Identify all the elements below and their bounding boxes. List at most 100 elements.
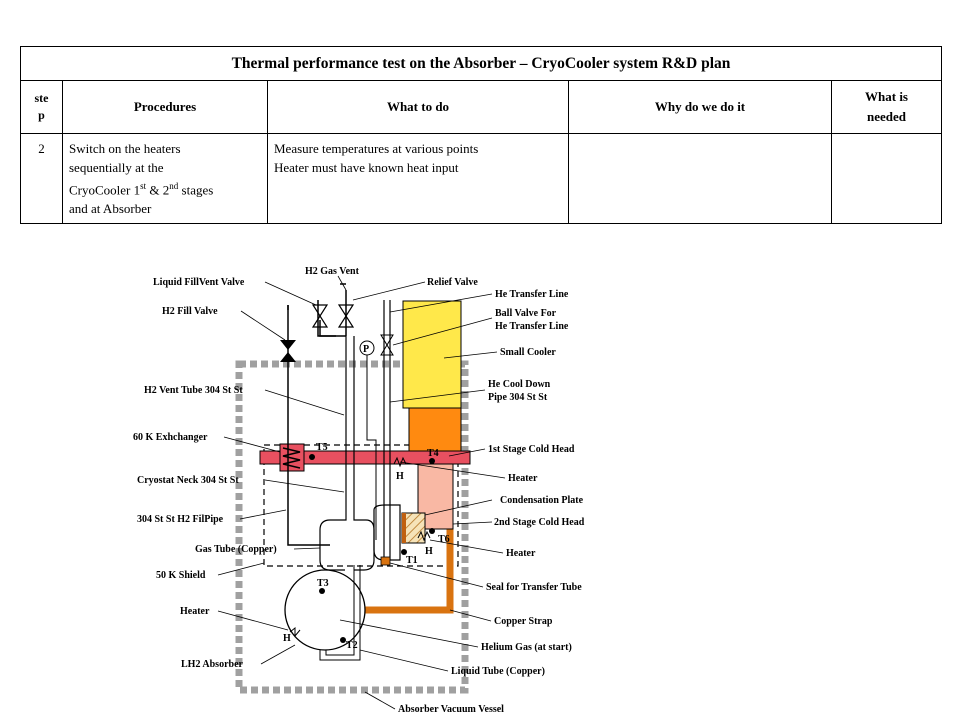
pressure-line xyxy=(366,355,377,540)
heater-h-label-1: H xyxy=(396,471,404,482)
heater-icon-3 xyxy=(289,626,301,638)
label-50k-shield: 50 K Shield xyxy=(156,570,206,581)
h2-fill-valve-icon-lower xyxy=(280,352,296,362)
label-heater-r1: Heater xyxy=(508,473,538,484)
header-step-line1: ste xyxy=(34,91,49,105)
sensor-t5-label: T5 xyxy=(316,442,328,453)
h2-fill-valve-icon xyxy=(280,340,296,350)
header-why: Why do we do it xyxy=(568,80,832,134)
label-lh2-absorber: LH2 Absorber xyxy=(181,659,244,670)
header-needed: What is needed xyxy=(830,80,943,134)
label-he-cool-down-2: Pipe 304 St St xyxy=(488,392,548,403)
condensation-chamber xyxy=(373,504,401,561)
procedure-sup-1: st xyxy=(140,181,147,191)
transfer-seal xyxy=(380,556,391,566)
sensor-t5 xyxy=(309,454,315,460)
h2-vent-tube xyxy=(345,336,355,500)
procedure-line-4: and at Absorber xyxy=(69,201,152,217)
procedure-line-3-post: stages xyxy=(178,182,214,198)
sensor-t1 xyxy=(401,549,407,555)
first-stage-cold-head xyxy=(408,407,462,457)
condensation-plate-base xyxy=(402,513,406,543)
ball-valve-icon xyxy=(380,334,394,346)
heater-h-label-3: H xyxy=(283,633,291,644)
cryostat-neck xyxy=(319,500,375,571)
label-he-transfer-line: He Transfer Line xyxy=(495,289,569,300)
sensor-t6 xyxy=(429,528,435,534)
fill-vent-valve-icon xyxy=(311,304,329,318)
label-ball-valve-2: He Transfer Line xyxy=(495,321,569,332)
sensor-t4 xyxy=(429,458,435,464)
label-liquid-fill-vent-valve: Liquid FillVent Valve xyxy=(153,277,245,288)
rd-plan-table: Thermal performance test on the Absorber… xyxy=(19,46,943,224)
sensor-t3 xyxy=(319,588,325,594)
label-liquid-tube: Liquid Tube (Copper) xyxy=(451,666,545,677)
sensor-t6-label: T6 xyxy=(438,534,450,545)
liquid-tube xyxy=(319,565,361,661)
sensor-t3-label: T3 xyxy=(317,578,329,589)
header-step: ste p xyxy=(20,80,63,134)
label-cryostat-neck: Cryostat Neck 304 St St xyxy=(137,475,239,486)
label-absorber-vessel: Absorber Vacuum Vessel xyxy=(398,704,504,715)
sensor-t4-label: T4 xyxy=(427,448,439,459)
cell-needed xyxy=(830,133,943,224)
heater-icon-2 xyxy=(417,530,431,542)
fill-vent-valve-icon-lower xyxy=(311,314,329,328)
label-copper-strap: Copper Strap xyxy=(494,616,553,627)
label-condensation-plate: Condensation Plate xyxy=(500,495,584,506)
table-row: 2 Switch on the heaters sequentially at … xyxy=(20,133,943,224)
procedure-line-1: Switch on the heaters xyxy=(69,141,181,156)
table-title: Thermal performance test on the Absorber… xyxy=(19,46,943,81)
what-line-2: Heater must have known heat input xyxy=(274,160,459,175)
label-relief-valve: Relief Valve xyxy=(427,277,478,288)
label-h2-vent-tube: H2 Vent Tube 304 St St xyxy=(144,385,243,396)
header-procedures: Procedures xyxy=(62,80,268,134)
label-ball-valve-1: Ball Valve For xyxy=(495,308,557,319)
ball-valve-icon-lower xyxy=(380,344,394,356)
label-he-cool-down-1: He Cool Down xyxy=(488,379,551,390)
cell-what-to-do: Measure temperatures at various points H… xyxy=(267,133,569,224)
label-fill-pipe: 304 St St H2 FilPipe xyxy=(137,514,224,525)
procedure-line-3: CryoCooler 1st & 2nd stages xyxy=(69,177,261,199)
cell-why xyxy=(568,133,832,224)
sensor-t2 xyxy=(340,637,346,643)
fill-pipe-top xyxy=(287,305,336,337)
sensor-t2-label: T2 xyxy=(346,640,358,651)
cell-step: 2 xyxy=(20,133,63,224)
label-h2-fill-valve: H2 Fill Valve xyxy=(162,306,218,317)
procedure-line-3-mid: & 2 xyxy=(146,182,170,198)
header-needed-line2: needed xyxy=(867,109,906,124)
he-transfer-line xyxy=(383,300,391,560)
relief-valve-icon xyxy=(337,304,355,318)
label-first-stage: 1st Stage Cold Head xyxy=(488,444,575,455)
small-cooler xyxy=(402,300,462,409)
label-h2-gas-vent: H2 Gas Vent xyxy=(305,266,360,277)
what-line-1: Measure temperatures at various points xyxy=(274,141,479,156)
label-seal-transfer: Seal for Transfer Tube xyxy=(486,582,582,593)
heater-h-label-2: H xyxy=(425,546,433,557)
relief-valve-icon-lower xyxy=(337,314,355,328)
table-header-row: ste p Procedures What to do Why do we do … xyxy=(20,80,943,134)
label-60k-exchanger: 60 K Exhchanger xyxy=(133,432,208,443)
label-gas-tube: Gas Tube (Copper) xyxy=(195,544,277,555)
exchanger-coil xyxy=(282,447,301,469)
label-helium-gas: Helium Gas (at start) xyxy=(481,642,572,653)
absorber-vacuum-vessel xyxy=(235,360,469,694)
label-small-cooler: Small Cooler xyxy=(500,347,556,358)
sensor-t1-label: T1 xyxy=(406,555,418,566)
header-what-to-do: What to do xyxy=(267,80,569,134)
header-needed-line1: What is xyxy=(865,89,908,104)
procedure-line-2: sequentially at the xyxy=(69,160,164,175)
procedure-line-3-pre: CryoCooler 1 xyxy=(69,182,141,198)
fill-pipe xyxy=(287,305,330,546)
shield-50k xyxy=(263,444,459,567)
procedure-sup-2: nd xyxy=(169,181,179,191)
lh2-absorber xyxy=(284,569,366,651)
cell-procedure: Switch on the heaters sequentially at th… xyxy=(62,133,268,224)
heater-icon-1 xyxy=(393,456,407,468)
header-step-line2: p xyxy=(38,108,45,122)
leader-lines xyxy=(217,275,506,710)
label-second-stage: 2nd Stage Cold Head xyxy=(494,517,585,528)
label-heater-left: Heater xyxy=(180,606,210,617)
